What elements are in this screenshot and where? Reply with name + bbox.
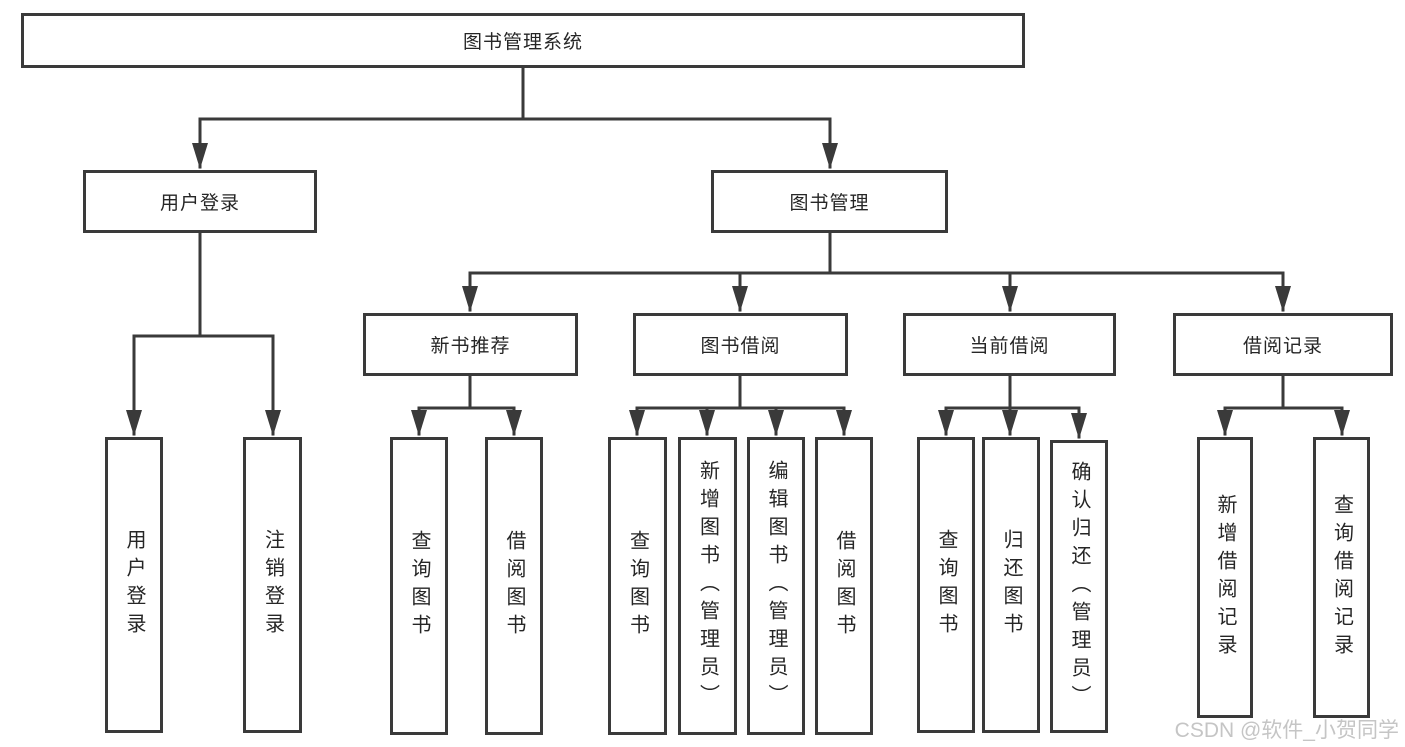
leaf-return-books-label: 归还图书 [1000,529,1022,641]
leaf-add-books-admin: 新增图书（管理员） [678,437,737,735]
leaf-borrow-query-books: 查询图书 [608,437,667,735]
leaf-confirm-return-admin: 确认归还（管理员） [1050,440,1108,733]
leaf-borrow-books: 借阅图书 [815,437,873,735]
node-root: 图书管理系统 [21,13,1025,68]
connector-book-borrow-children [629,374,852,436]
leaf-edit-books-admin: 编辑图书（管理员） [747,437,805,735]
leaf-user-login: 用户登录 [105,437,163,733]
node-borrow-records-label: 借阅记录 [1242,336,1323,357]
leaf-recommend-query-books-label: 查询图书 [408,530,430,642]
leaf-logout-label: 注销登录 [261,529,284,641]
leaf-recommend-borrow-books: 借阅图书 [485,437,543,735]
leaf-recommend-borrow-books-label: 借阅图书 [503,530,525,642]
leaf-logout: 注销登录 [243,437,302,733]
connector-new-book-recommend-children [411,374,522,436]
node-new-book-recommend: 新书推荐 [363,313,578,376]
leaf-add-borrow-record: 新增借阅记录 [1197,437,1253,718]
connector-current-borrow-children [938,374,1087,439]
node-borrow-records: 借阅记录 [1173,313,1393,376]
leaf-borrow-query-books-label: 查询图书 [626,530,649,642]
node-user-login: 用户登录 [83,170,317,233]
node-current-borrow: 当前借阅 [903,313,1116,376]
leaf-return-books: 归还图书 [982,437,1040,733]
leaf-query-borrow-record: 查询借阅记录 [1313,437,1370,718]
node-new-book-recommend-label: 新书推荐 [430,336,511,357]
leaf-current-query-books: 查询图书 [917,437,975,733]
leaf-add-books-admin-label: 新增图书（管理员） [696,460,719,712]
leaf-recommend-query-books: 查询图书 [390,437,448,735]
leaf-query-borrow-record-label: 查询借阅记录 [1330,493,1353,662]
node-book-borrow-label: 图书借阅 [700,336,781,357]
connector-borrow-records-children [1217,374,1350,436]
leaf-current-query-books-label: 查询图书 [935,529,957,641]
leaf-borrow-books-label: 借阅图书 [833,530,855,642]
node-root-label: 图书管理系统 [462,32,583,53]
connector-book-management-children [462,231,1291,312]
leaf-user-login-label: 用户登录 [123,529,145,641]
node-book-management-label: 图书管理 [789,193,870,214]
leaf-confirm-return-admin-label: 确认归还（管理员） [1068,460,1090,713]
csdn-watermark: CSDN @软件_小贺同学 [1174,719,1399,742]
node-current-borrow-label: 当前借阅 [969,336,1050,357]
node-book-borrow: 图书借阅 [633,313,848,376]
leaf-edit-books-admin-label: 编辑图书（管理员） [765,460,787,712]
node-user-login-label: 用户登录 [159,193,240,214]
connector-root-to-level2 [192,66,838,169]
leaf-add-borrow-record-label: 新增借阅记录 [1214,493,1236,662]
node-book-management: 图书管理 [711,170,948,233]
connector-user-login-children [126,231,281,436]
